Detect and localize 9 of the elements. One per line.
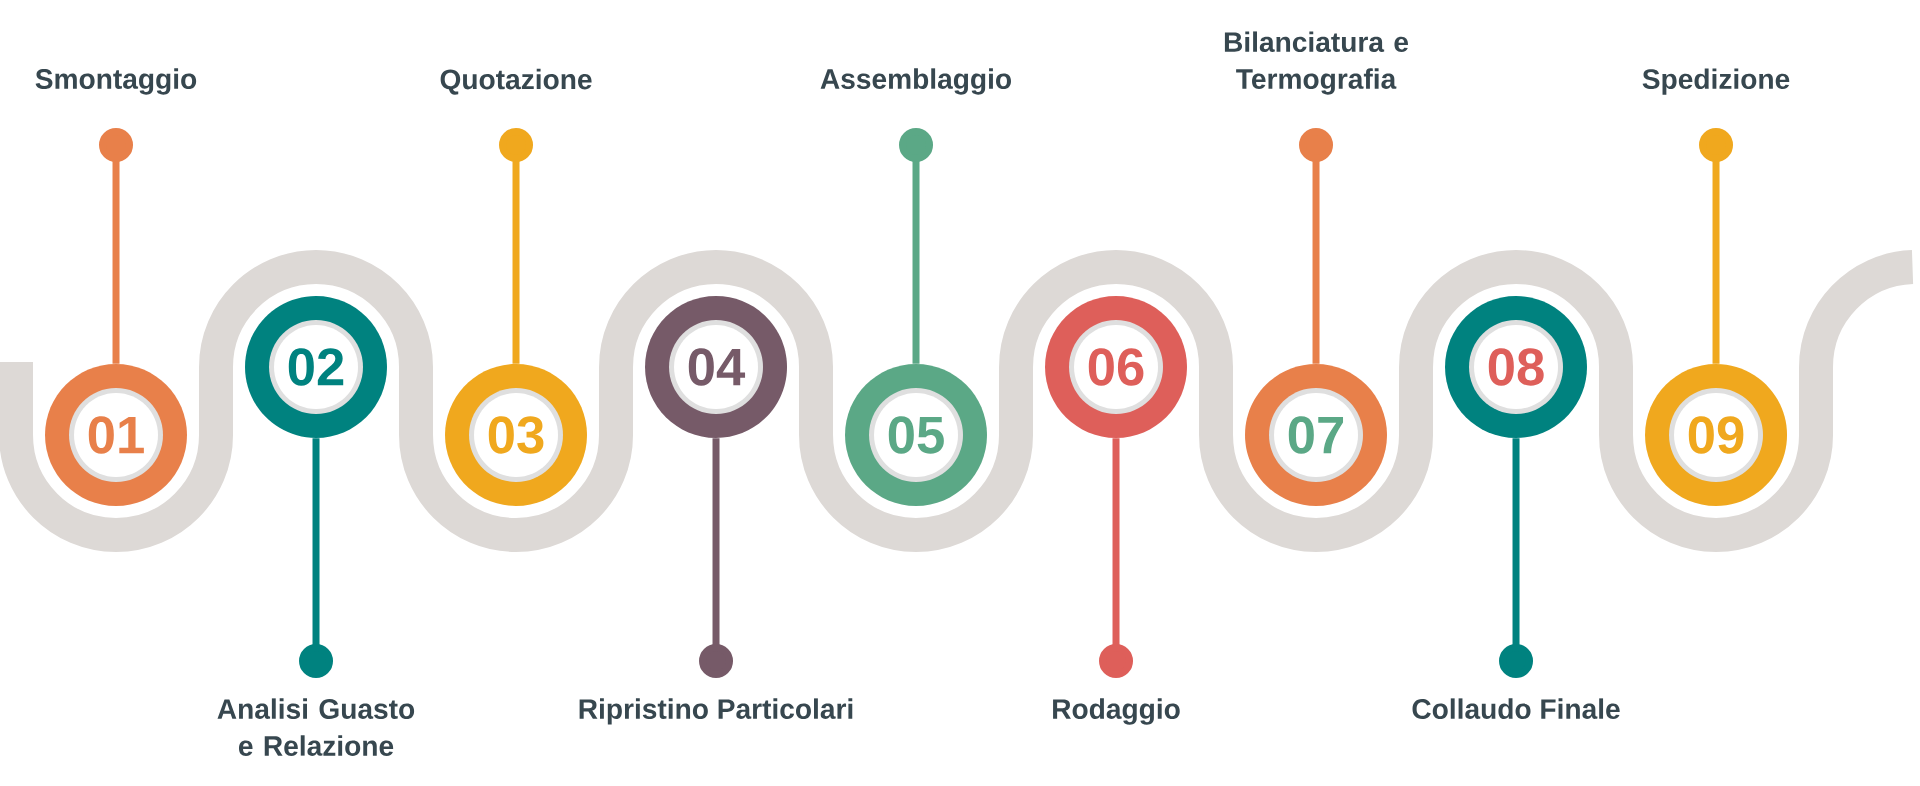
step-label: Ripristino Particolari bbox=[579, 698, 853, 725]
step-label: Smontaggio bbox=[35, 68, 197, 95]
step-label: Assemblaggio bbox=[820, 68, 1011, 95]
step-label: Quotazione bbox=[440, 68, 592, 95]
step-label: Collaudo Finale bbox=[1412, 698, 1620, 719]
step-label: Bilanciatura e Termografia bbox=[1224, 31, 1408, 95]
step-label: Rodaggio bbox=[1053, 698, 1180, 725]
step-label: Analisi Guasto e Relazione bbox=[217, 698, 415, 756]
step-label: Spedizione bbox=[1642, 68, 1790, 95]
